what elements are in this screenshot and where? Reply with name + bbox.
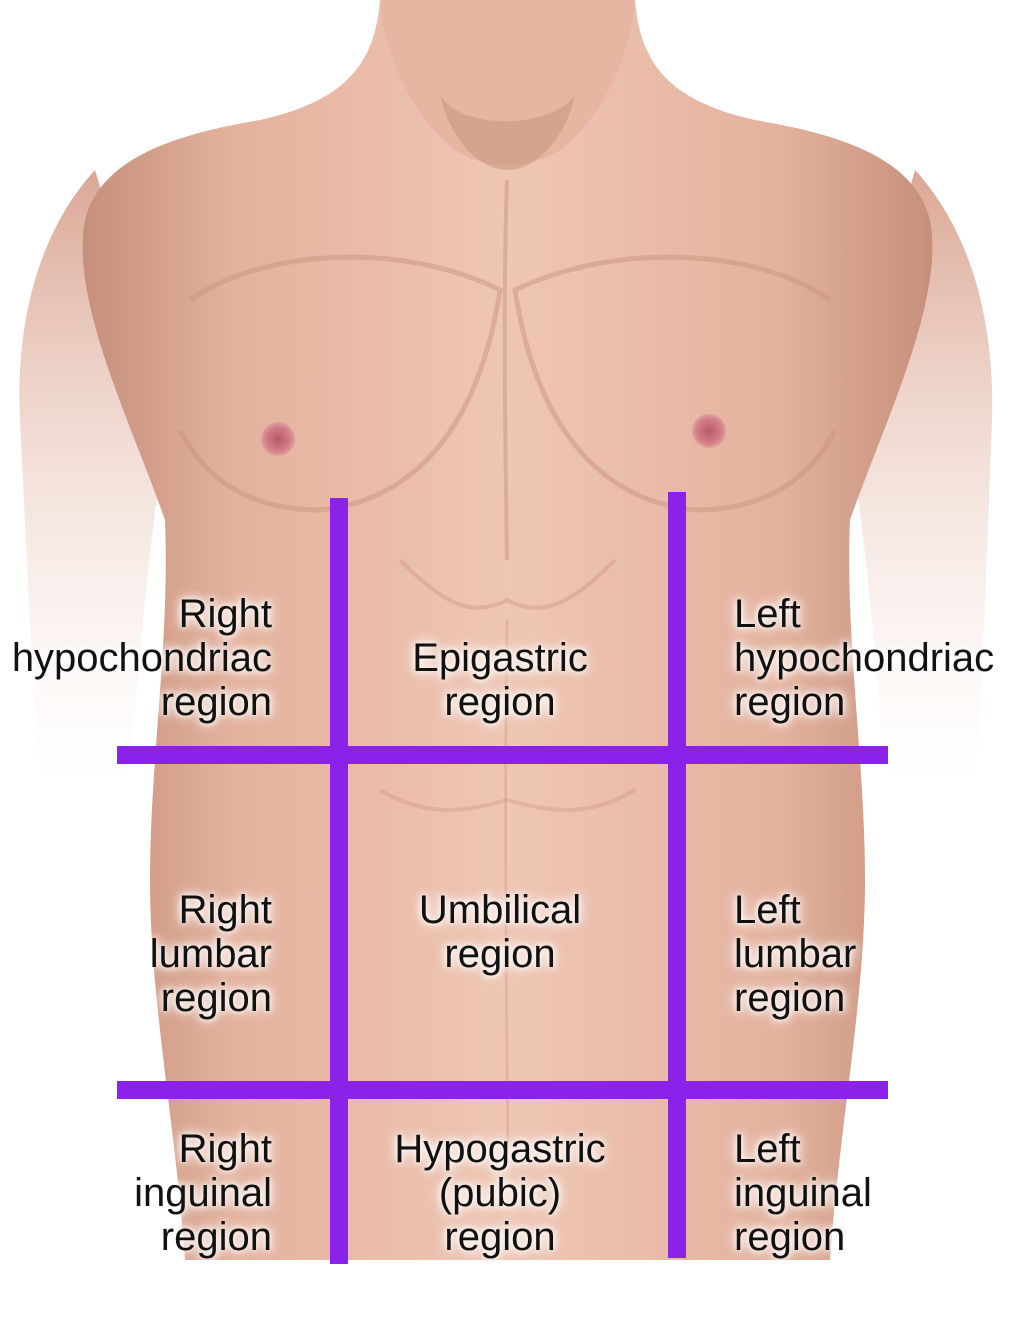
left-hypochondriac-line-1: Left [734,592,801,636]
hypogastric-line-3: region [444,1215,556,1259]
region-grid [117,492,888,1264]
right-hypochondriac-label: Right hypochondriac region [12,592,272,724]
right-hypochondriac-line-3: region [160,680,272,724]
abdominal-midline [504,619,510,1151]
neck [380,0,635,165]
left-lumbar-line-1: Left [734,888,801,932]
left-lumbar-label: Left lumbar region [734,888,856,1020]
pectoral-contour-right [177,254,503,513]
left-inguinal-line-2: inguinal [734,1171,872,1215]
left-hypochondriac-line-2: hypochondriac [734,636,995,680]
epigastric-line-1: Epigastric [412,636,588,680]
umbilical-line-1: Umbilical [418,888,582,932]
abdomen-contour [378,788,637,812]
epigastric-label: Epigastric region [340,636,660,724]
right-nipple [261,422,295,456]
right-inguinal-label: Right inguinal region [134,1127,272,1259]
umbilical-line-2: region [444,932,556,976]
left-hypochondriac-label: Left hypochondriac region [734,592,994,724]
sternum-line [502,179,509,561]
right-lumbar-label: Right lumbar region [150,888,272,1020]
left-inguinal-label: Left inguinal region [734,1127,872,1259]
left-lumbar-line-3: region [734,976,846,1020]
throat-notch [440,95,575,170]
right-hypochondriac-line-2: hypochondriac [11,636,272,680]
right-hypochondriac-line-1: Right [178,592,272,636]
right-inguinal-line-3: region [160,1215,272,1259]
pectoral-contour-left [512,254,838,513]
rib-contour [398,558,617,610]
hypogastric-line-1: Hypogastric [394,1127,606,1171]
left-hypochondriac-line-3: region [734,680,846,724]
right-inguinal-line-1: Right [178,1127,272,1171]
right-lumbar-line-1: Right [178,888,272,932]
left-inguinal-line-3: region [734,1215,846,1259]
right-lumbar-line-2: lumbar [149,932,272,976]
left-lumbar-line-2: lumbar [734,932,857,976]
hypogastric-label: Hypogastric (pubic) region [340,1127,660,1259]
right-inguinal-line-2: inguinal [134,1171,272,1215]
hypogastric-line-2: (pubic) [438,1171,562,1215]
umbilical-label: Umbilical region [340,888,660,976]
torso [82,0,933,1260]
left-inguinal-line-1: Left [734,1127,801,1171]
right-lumbar-line-3: region [160,976,272,1020]
epigastric-line-2: region [444,680,556,724]
left-nipple [692,414,726,448]
